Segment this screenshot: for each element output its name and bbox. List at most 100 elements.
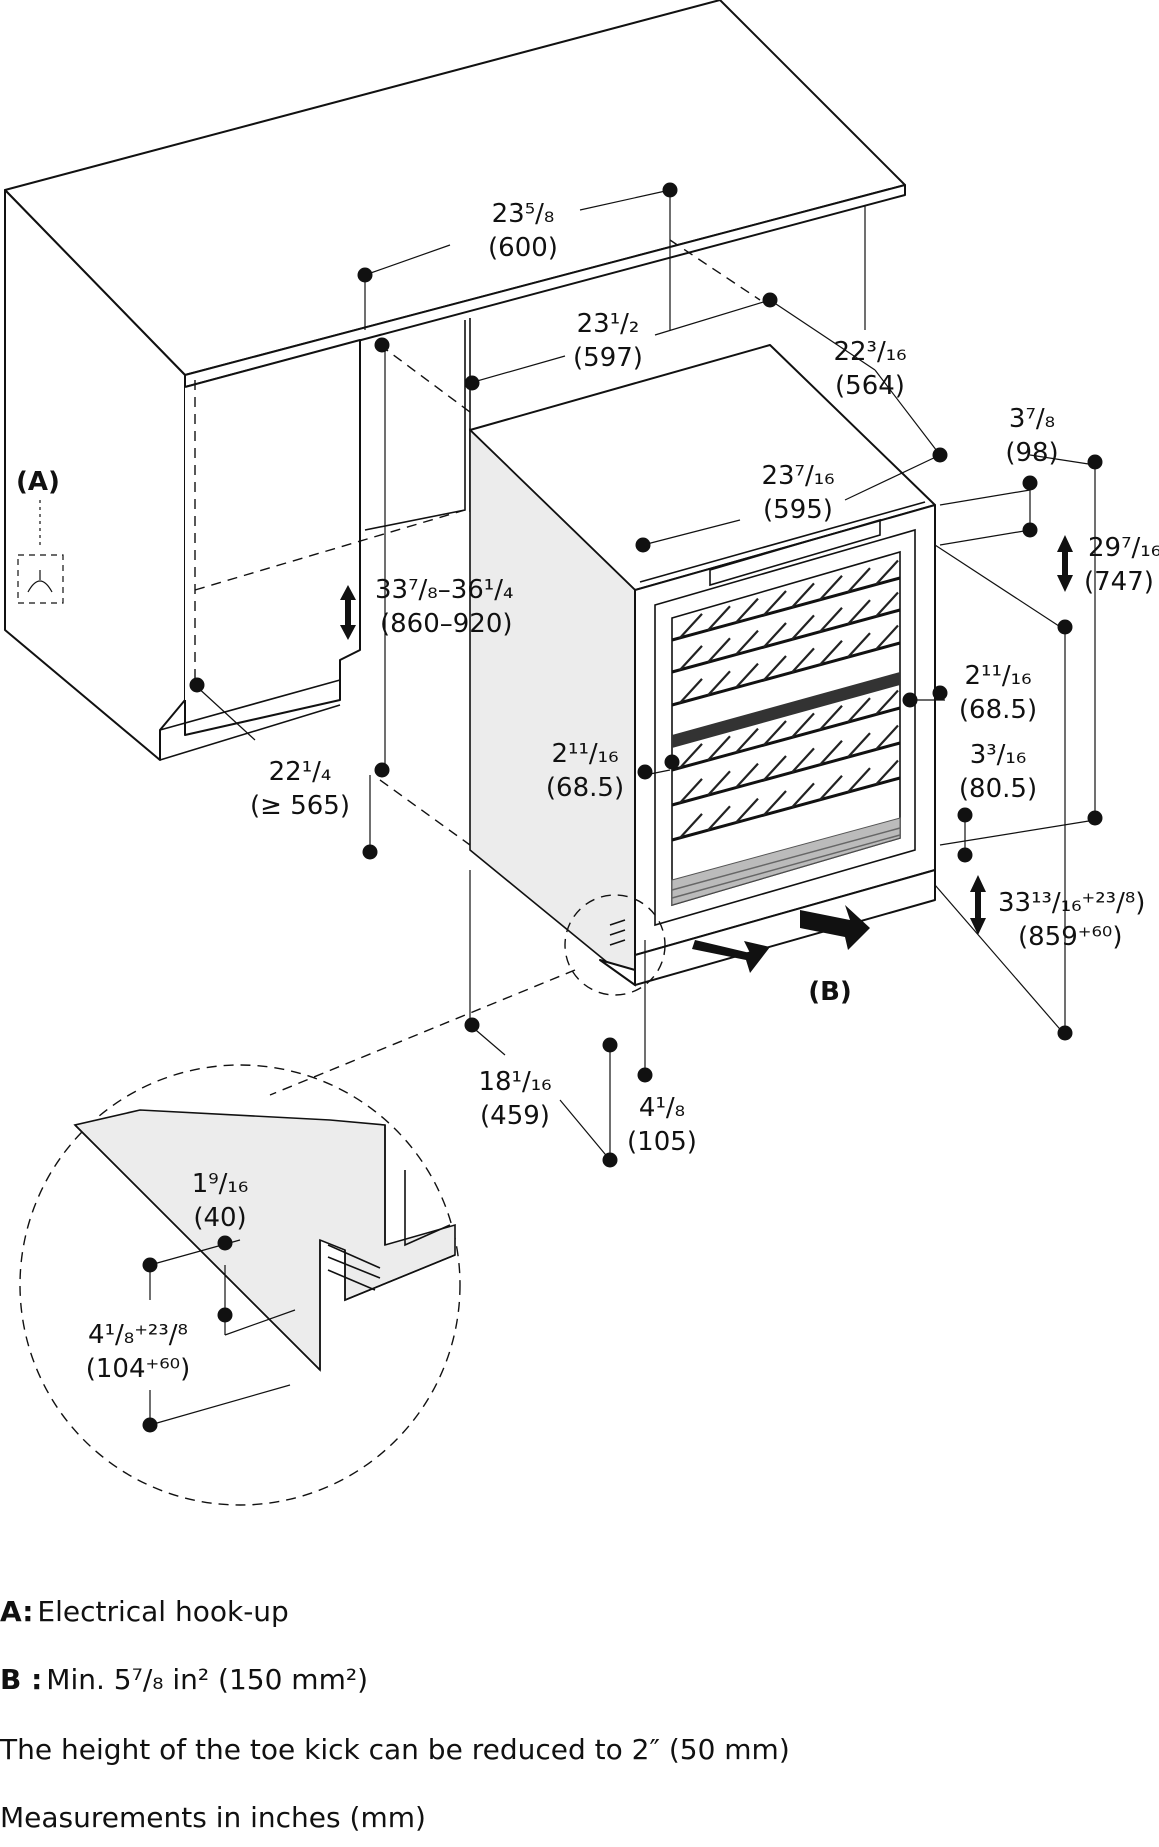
dim-niche-height-mm: (860–920) xyxy=(380,609,513,639)
dim-bottom-gap: 3³/₁₆ xyxy=(970,740,1027,770)
shelf-rail xyxy=(671,741,901,807)
dim-cutout-width: 23⁵/₈ xyxy=(492,199,555,229)
wine-cooler xyxy=(469,344,936,987)
shelf-slat xyxy=(875,624,899,651)
shelf-rail xyxy=(671,576,901,642)
dim-appliance-height: 33¹³/₁₆⁺²³/⁸) xyxy=(998,888,1145,918)
shelf-rail xyxy=(671,706,901,772)
dim-appliance-width: 23¹/₂ xyxy=(577,309,640,339)
shelf-slat xyxy=(847,632,871,658)
dim-appliance-depth-mm: (564) xyxy=(835,371,905,401)
cabinet xyxy=(4,0,906,846)
shelf-slat xyxy=(763,790,787,816)
shelf-slat xyxy=(707,770,731,796)
shelf-slat xyxy=(847,732,871,758)
shelf-slat xyxy=(791,647,815,674)
shelf-slat xyxy=(875,759,899,786)
dim-side-frame-left-mm: (68.5) xyxy=(546,773,624,803)
marker-b: (B) xyxy=(808,977,852,1007)
shelf-slat xyxy=(791,712,815,739)
dimension-lines xyxy=(194,189,1096,1161)
shelf-slat xyxy=(819,640,843,666)
shelf-slat xyxy=(763,755,787,781)
note-units: Measurements in inches (mm) xyxy=(0,1801,426,1834)
shelf-slat xyxy=(875,591,899,618)
shelf-slat xyxy=(707,805,731,831)
legend-a: A:Electrical hook-up xyxy=(0,1595,289,1628)
note-toe-kick: The height of the toe kick can be reduce… xyxy=(0,1733,790,1766)
dim-detail-toe-recess-mm: (40) xyxy=(193,1203,246,1233)
dim-appliance-height-mm: (859⁺⁶⁰) xyxy=(1018,922,1122,952)
shelf-slat xyxy=(819,705,843,731)
dim-top-gap: 3⁷/₈ xyxy=(1009,404,1055,434)
marker-a: (A) xyxy=(16,467,60,497)
dim-door-width-mm: (595) xyxy=(763,495,833,525)
shelf-slat xyxy=(679,813,703,839)
dim-detail-toe-recess: 1⁹/₁₆ xyxy=(192,1169,249,1199)
shelf-slat xyxy=(735,597,759,624)
shelf-slat xyxy=(847,567,871,593)
legend-b-key: B : xyxy=(0,1663,43,1696)
dim-niche-depth: 22¹/₄ xyxy=(269,757,332,787)
shelf-rail xyxy=(671,776,901,842)
dim-cutout-width-mm: (600) xyxy=(488,233,558,263)
shelf-slat xyxy=(819,775,843,801)
shelf-slat xyxy=(707,605,731,631)
dim-top-gap-mm: (98) xyxy=(1005,438,1058,468)
shelf-slat xyxy=(763,720,787,746)
shelf-slat xyxy=(791,582,815,609)
shelf-slat xyxy=(847,599,871,625)
dim-toe-kick-depth-mm: (105) xyxy=(627,1127,697,1157)
legend-a-text: Electrical hook-up xyxy=(37,1595,289,1628)
airflow-arrows xyxy=(692,905,870,973)
shelf-slat xyxy=(679,778,703,804)
shelf-slat xyxy=(791,747,815,774)
dim-niche-depth-mm: (≥ 565) xyxy=(250,791,350,821)
dimension-arrows xyxy=(340,535,1073,935)
toe-kick-detail xyxy=(19,894,666,1506)
shelf-slat xyxy=(875,689,899,716)
legend-b: B :Min. 5⁷/₈ in² (150 mm²) xyxy=(0,1663,368,1696)
shelf-slat xyxy=(763,622,787,648)
dimension-labels: 23⁵/₈ (600) 23¹/₂ (597) 22³/₁₆ (564) 23⁷… xyxy=(16,199,1159,1384)
shelf-slat xyxy=(735,797,759,824)
dim-niche-height: 33⁷/₈–36¹/₄ xyxy=(375,575,513,605)
shelf-slat xyxy=(847,697,871,723)
shelf-slat xyxy=(875,724,899,751)
shelf-slat xyxy=(819,607,843,633)
shelf-slat xyxy=(679,645,703,671)
shelf-slat xyxy=(819,740,843,766)
shelf-slat xyxy=(707,637,731,663)
shelf-rail xyxy=(671,608,901,674)
shelf-slat xyxy=(735,762,759,789)
legend-b-text: Min. 5⁷/₈ in² (150 mm²) xyxy=(46,1663,368,1696)
legend-a-key: A: xyxy=(0,1595,34,1628)
installation-diagram: 23⁵/₈ (600) 23¹/₂ (597) 22³/₁₆ (564) 23⁷… xyxy=(4,0,1159,1506)
dim-side-depth-mm: (459) xyxy=(480,1101,550,1131)
shelf-slat xyxy=(735,662,759,689)
shelf-slat xyxy=(763,655,787,681)
dim-door-width: 23⁷/₁₆ xyxy=(761,461,834,491)
dim-door-height: 29⁷/₁₆ xyxy=(1088,533,1159,563)
dimension-points xyxy=(189,182,1103,1168)
dim-side-frame-left: 2¹¹/₁₆ xyxy=(552,739,619,769)
shelf-slat xyxy=(735,629,759,656)
shelf-slat xyxy=(791,614,815,641)
dim-door-height-mm: (747) xyxy=(1084,567,1154,597)
dim-detail-toe-height: 4¹/₈⁺²³/⁸ xyxy=(88,1320,188,1350)
dim-detail-toe-height-mm: (104⁺⁶⁰) xyxy=(86,1354,190,1384)
shelf-slat xyxy=(679,743,703,769)
shelf-slat xyxy=(707,735,731,761)
shelf-slat xyxy=(679,678,703,704)
shelf-slat xyxy=(679,613,703,639)
dim-appliance-width-mm: (597) xyxy=(573,343,643,373)
shelf-slat xyxy=(763,590,787,616)
dim-bottom-gap-mm: (80.5) xyxy=(959,774,1037,804)
shelf-slat xyxy=(819,575,843,601)
shelf-slat xyxy=(735,727,759,754)
shelf-slat xyxy=(847,767,871,793)
dim-toe-kick-depth: 4¹/₈ xyxy=(639,1093,685,1123)
shelf-slat xyxy=(791,782,815,809)
dim-appliance-depth: 22³/₁₆ xyxy=(833,337,906,367)
dim-side-frame-right-mm: (68.5) xyxy=(959,695,1037,725)
